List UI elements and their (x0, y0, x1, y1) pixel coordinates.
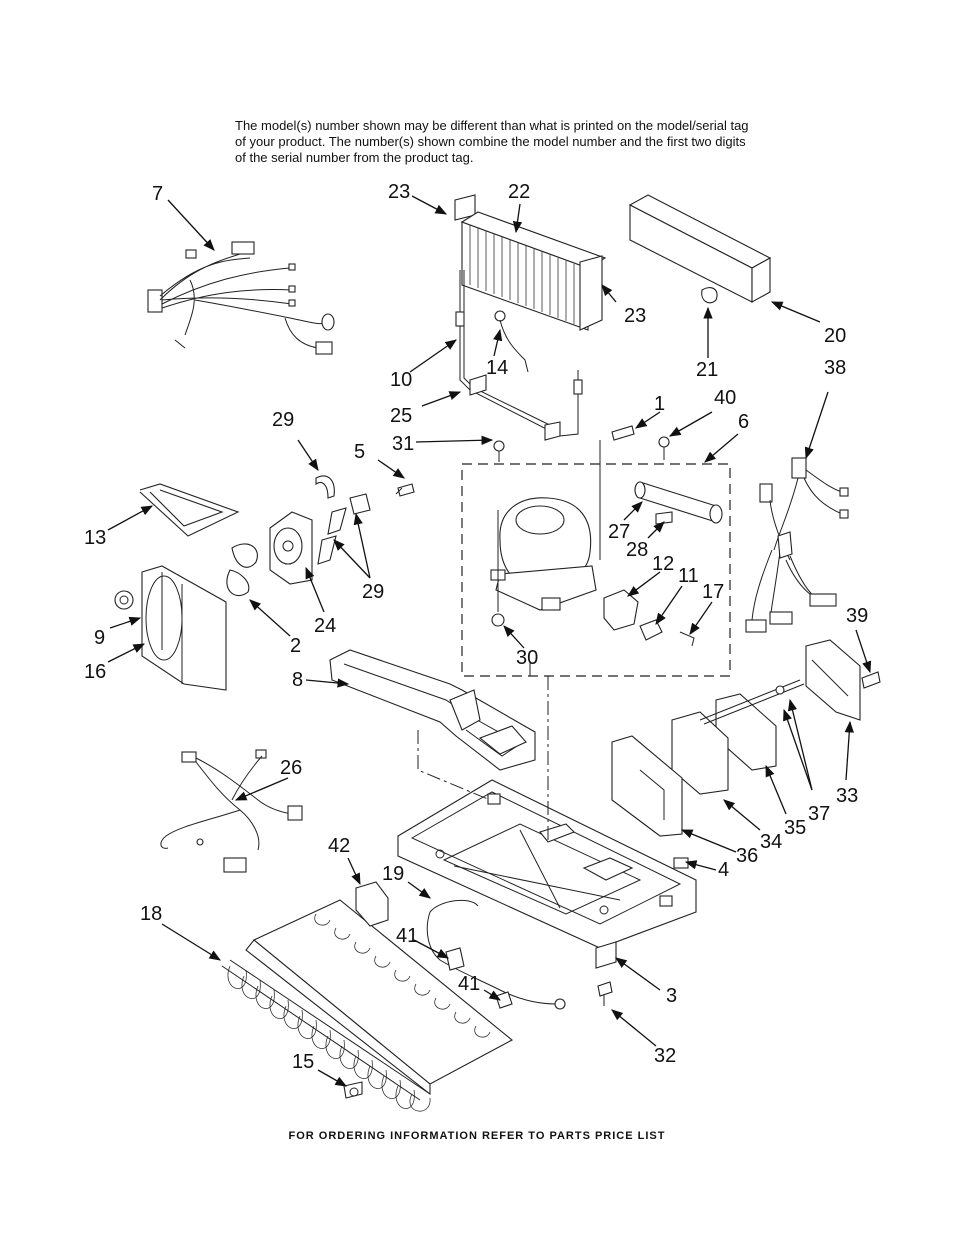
leader-lines (107, 195, 872, 1087)
control-bracket-assembly (611, 639, 881, 837)
callout-14: 14 (486, 357, 508, 379)
callout-42: 42 (328, 835, 350, 857)
fan-motor-part (269, 511, 313, 585)
callout-11: 11 (678, 565, 699, 587)
callout-39: 39 (846, 605, 868, 627)
main-harness-part (745, 457, 849, 633)
callout-4: 4 (718, 859, 729, 881)
callout-15: 15 (292, 1051, 314, 1073)
wire-harness-part (147, 241, 335, 355)
clips-and-screw-parts (315, 475, 415, 565)
callout-7: 7 (152, 183, 163, 205)
callout-5: 5 (354, 441, 365, 463)
callout-29-bottom: 29 (362, 581, 384, 603)
defrost-harness-part (160, 749, 303, 873)
callout-24: 24 (314, 615, 336, 637)
gasket-strip-part (139, 483, 240, 537)
callout-35: 35 (784, 817, 806, 839)
drain-pan-part (329, 649, 536, 771)
model-number-note: The model(s) number shown may be differe… (235, 118, 749, 165)
drain-grommet-part (343, 1081, 363, 1099)
callout-30: 30 (516, 647, 538, 669)
callout-20: 20 (824, 325, 846, 347)
callout-10: 10 (390, 369, 412, 391)
callout-23-top: 23 (388, 181, 410, 203)
callout-41-bottom: 41 (458, 973, 480, 995)
drier-part (611, 425, 723, 525)
callout-38: 38 (824, 357, 846, 379)
control-cover-part (628, 194, 772, 304)
callout-8: 8 (292, 669, 303, 691)
callout-19: 19 (382, 863, 404, 885)
callout-12: 12 (652, 553, 674, 575)
callout-23-right: 23 (624, 305, 646, 327)
callout-16: 16 (84, 661, 106, 683)
ordering-footer: FOR ORDERING INFORMATION REFER TO PARTS … (288, 1130, 666, 1142)
callout-22: 22 (508, 181, 530, 203)
callout-18: 18 (140, 903, 162, 925)
callout-9: 9 (94, 627, 105, 649)
callout-21: 21 (696, 359, 718, 381)
callout-36: 36 (736, 845, 758, 867)
callout-32: 32 (654, 1045, 676, 1067)
callout-34: 34 (760, 831, 782, 853)
callout-25: 25 (390, 405, 412, 427)
callout-2: 2 (290, 635, 301, 657)
callout-13: 13 (84, 527, 106, 549)
evaporator-coil-part (221, 881, 566, 1112)
callout-labels: 7 23 22 23 20 21 10 14 25 38 29 1 40 31 … (84, 181, 868, 1073)
compressor-part (490, 440, 601, 627)
callout-1: 1 (654, 393, 665, 415)
assembly-guide-lines (417, 662, 549, 840)
relay-overload-parts (603, 589, 695, 647)
callout-17: 17 (702, 581, 724, 603)
callout-33: 33 (836, 785, 858, 807)
callout-26: 26 (280, 757, 302, 779)
callout-29-top: 29 (272, 409, 294, 431)
callout-40: 40 (714, 387, 736, 409)
callout-31: 31 (392, 433, 414, 455)
callout-3: 3 (666, 985, 677, 1007)
callout-27: 27 (608, 521, 630, 543)
condenser-coil-part (454, 194, 607, 441)
callout-28: 28 (626, 539, 648, 561)
compressor-group-box (461, 463, 731, 677)
callout-37: 37 (808, 803, 830, 825)
fan-bracket-part (114, 543, 258, 691)
callout-6: 6 (738, 411, 749, 433)
callout-41-top: 41 (396, 925, 418, 947)
